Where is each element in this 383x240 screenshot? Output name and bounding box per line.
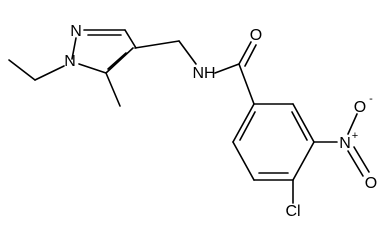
bond-c5-methyl (105, 72, 121, 107)
bond-c6-c1 (232, 103, 255, 143)
atom-nh: NH (192, 65, 215, 82)
bond-c4-c5 (105, 47, 134, 74)
bond-c5-n1 (78, 63, 107, 74)
bond-c4-c5-double (107, 52, 127, 70)
bond-carbonyl-ring (238, 63, 255, 105)
charge-n-nitro: + (352, 130, 358, 142)
bond-nitro-o-right (353, 146, 370, 173)
atom-o-nitro-right: O (365, 175, 377, 192)
charge-o-nitro-top: - (369, 93, 373, 105)
atom-n1: N (64, 53, 76, 70)
atom-cl: Cl (285, 203, 300, 220)
bond-nh-carbonyl (214, 63, 240, 74)
atom-o-carbonyl: O (250, 27, 262, 44)
bond-nitro-o-right-double (347, 150, 364, 177)
molecule-structure: N N NH O N + O - O Cl (8, 23, 377, 220)
atom-n-nitro: N (339, 135, 351, 152)
bond-c2-c3 (292, 103, 315, 143)
bond-ch2-ch3 (8, 59, 36, 81)
bond-c4-ch2 (134, 40, 180, 49)
bond-n1-n2 (71, 37, 77, 60)
bond-c6-c1-double (239, 111, 256, 141)
atom-n2: N (70, 23, 82, 40)
bond-n1-ch2 (34, 65, 65, 81)
bond-ch2-nh (178, 40, 197, 65)
bonds (8, 29, 370, 204)
bond-c2-c3-double (291, 111, 308, 141)
bond-nitro-o-top (347, 113, 358, 135)
bond-carbonyl-o-double (244, 44, 257, 67)
bond-c5-c6 (232, 141, 255, 181)
atom-labels: N N NH O N + O - O Cl (64, 23, 377, 220)
bond-c3-c4 (292, 141, 315, 181)
bond-carbonyl-o (238, 41, 252, 65)
atom-o-nitro-top: O (354, 99, 366, 116)
bond-c3-c4 (124, 29, 137, 49)
